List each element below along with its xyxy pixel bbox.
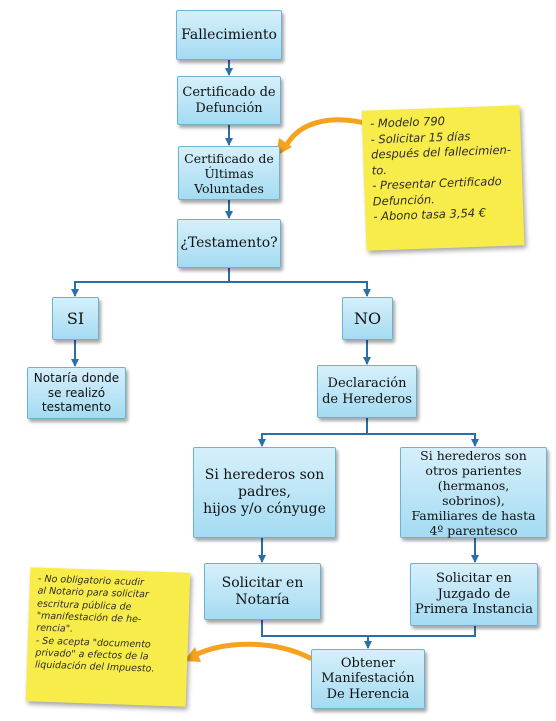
callout-arrow-bottom: [190, 641, 313, 661]
callout-arrowhead-top: [276, 138, 292, 156]
note-bottom-item: - Se acepta "documento privado" a efecto…: [34, 635, 155, 676]
sticky-note-bottom: - No obligatorio acudir al Notario para …: [25, 567, 191, 707]
connector-declaracion-padres: [258, 418, 368, 447]
node-declaracion-herederos: Declaración de Herederos: [317, 365, 417, 418]
note-top-item: - Presentar Certificado Defunción.: [371, 174, 502, 209]
sticky-note-top: - Modelo 790 - Solicitar 15 días después…: [361, 105, 525, 251]
node-notaria-testamento: Notaría donde se realizó testamento: [27, 367, 126, 419]
callout-arrowhead-bottom: [184, 647, 201, 662]
node-fallecimiento: Fallecimiento: [176, 10, 282, 60]
node-herederos-otros: Si herederos son otros parientes (herman…: [400, 447, 547, 538]
connector-testamento-si: [71, 268, 230, 297]
connector-declaracion-otros: [367, 433, 479, 447]
connector-testamento-no: [229, 281, 368, 296]
node-herederos-padres: Si herederos son padres, hijos y/o cónyu…: [193, 447, 336, 538]
node-certificado-ultimas-voluntades: Certificado de Últimas Voluntades: [178, 146, 280, 200]
connector-juzgado-obtener: [368, 626, 476, 637]
node-solicitar-juzgado: Solicitar en Juzgado de Primera Instanci…: [410, 563, 538, 626]
node-no: NO: [342, 297, 393, 340]
callout-arrow-top: [282, 117, 375, 151]
node-certificado-defuncion: Certificado de Defunción: [177, 76, 281, 125]
note-top-item: - Solicitar 15 días después del fallecim…: [370, 128, 512, 178]
node-testamento: ¿Testamento?: [177, 219, 281, 268]
node-obtener-manifestacion: Obtener Manifestación De Herencia: [311, 649, 425, 709]
connector-notaria-obtener: [261, 620, 372, 649]
node-solicitar-notaria: Solicitar en Notaría: [204, 563, 321, 620]
node-si: SI: [52, 297, 99, 340]
note-bottom-item: - No obligatorio acudir al Notario para …: [36, 573, 149, 636]
